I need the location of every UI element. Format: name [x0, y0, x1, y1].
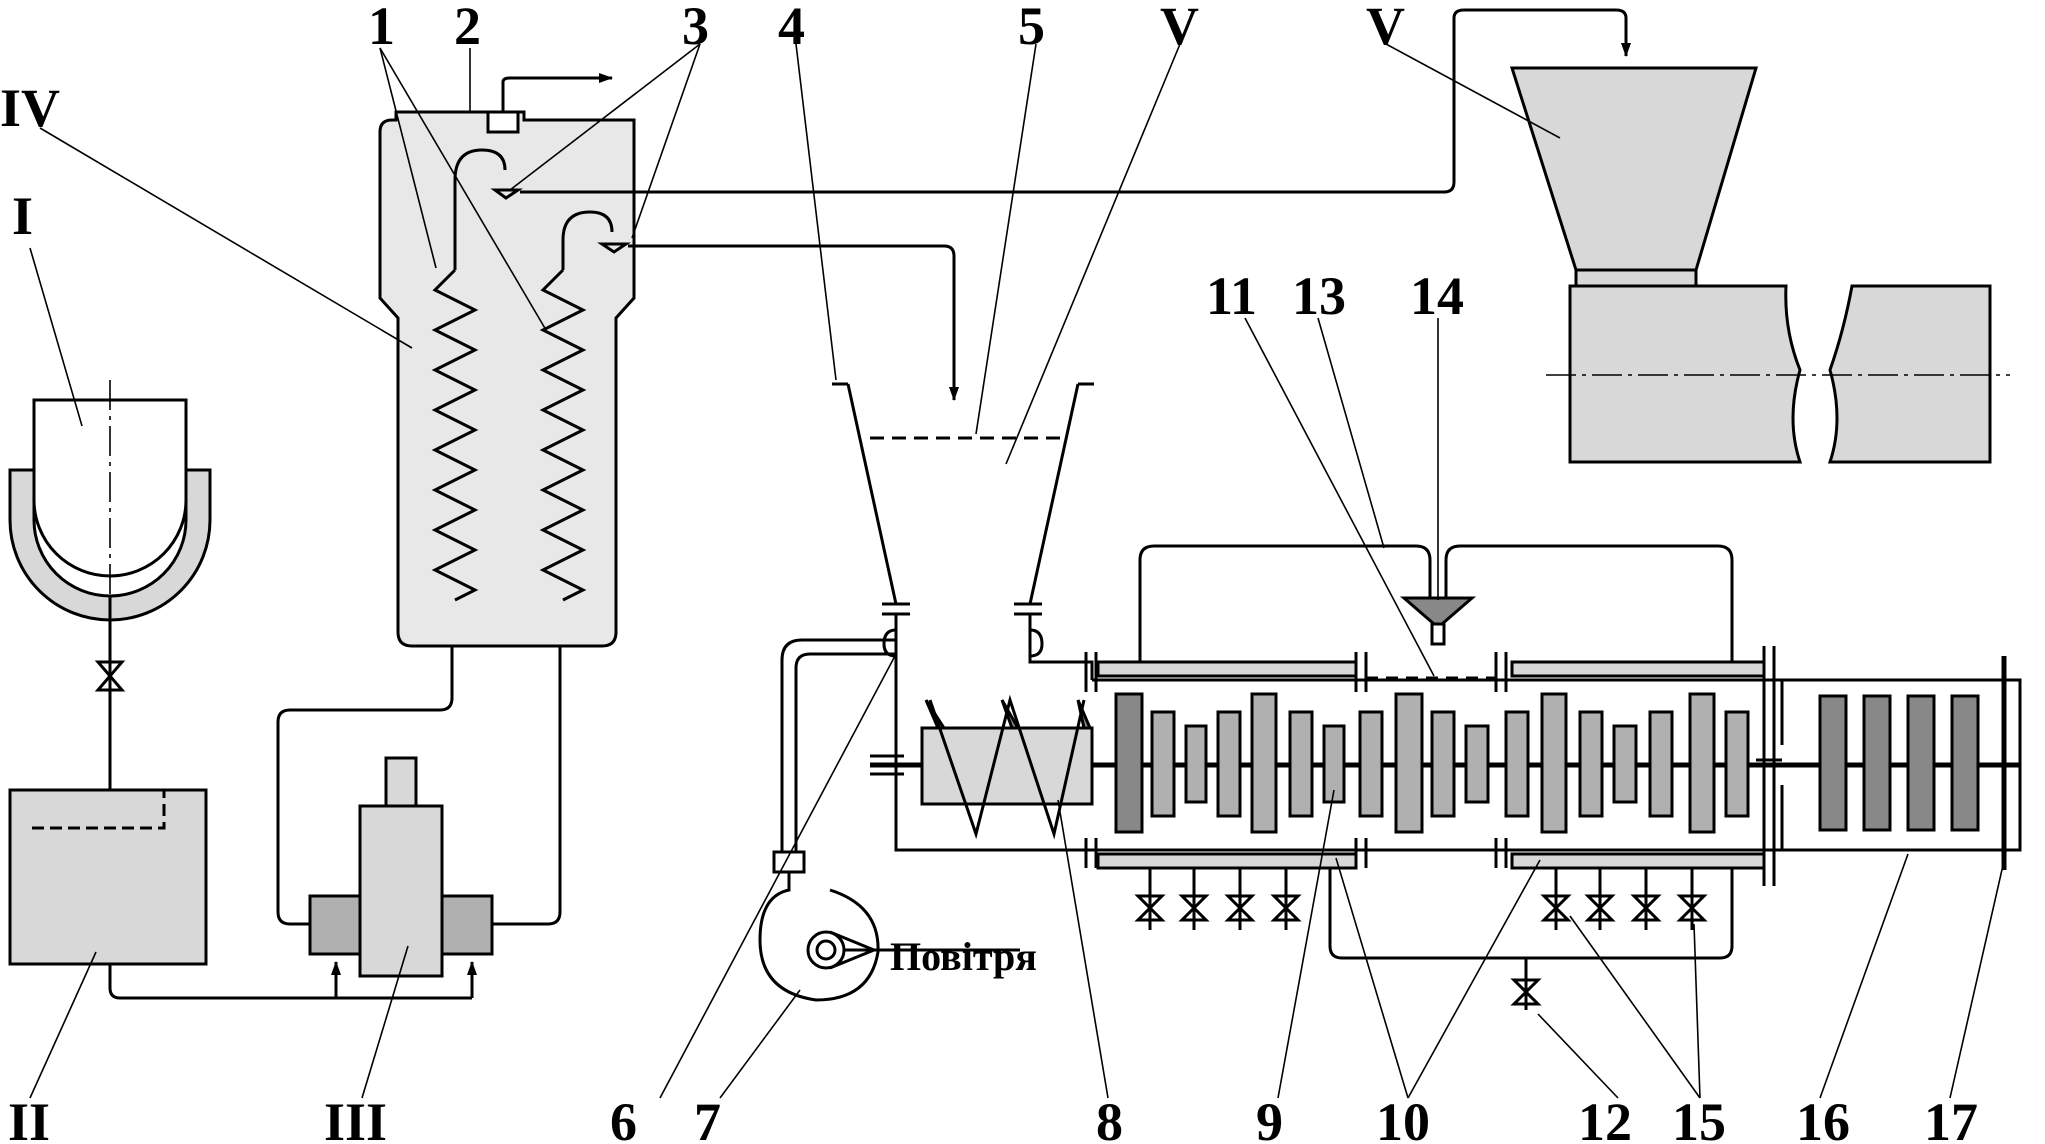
kneading-discs-9 [1114, 692, 1980, 834]
label-5: 5 [1018, 0, 1045, 56]
label-13: 13 [1292, 266, 1346, 326]
coil-right [539, 268, 587, 602]
mixing-hopper [832, 382, 1094, 680]
label-V-top: V [1366, 0, 1405, 56]
heat-exchanger-IV [378, 8, 1631, 648]
heating-jackets-10 [1096, 660, 1766, 870]
label-12: 12 [1578, 1092, 1632, 1144]
label-14: 14 [1410, 266, 1464, 326]
labels: 1 2 3 4 5 V V IV I 11 13 14 Повітря II I… [0, 0, 1978, 1144]
label-4: 4 [778, 0, 805, 56]
jacketed-kettle-I [8, 380, 212, 790]
pump-III [276, 590, 562, 998]
label-air: Повітря [890, 934, 1037, 979]
label-6: 6 [610, 1092, 637, 1144]
label-3: 3 [682, 0, 709, 56]
drain-valves-15 [1134, 868, 1734, 1010]
label-16: 16 [1796, 1092, 1850, 1144]
label-IV: IV [0, 78, 60, 138]
feed-screw-8 [920, 694, 1094, 840]
label-11: 11 [1206, 266, 1257, 326]
label-2: 2 [454, 0, 481, 56]
label-V-center: V [1160, 0, 1199, 56]
label-II: II [8, 1092, 50, 1144]
label-7: 7 [694, 1092, 721, 1144]
tank-II [8, 788, 472, 1000]
label-1: 1 [368, 0, 395, 56]
fan-7 [758, 638, 1020, 1002]
label-15: 15 [1672, 1092, 1726, 1144]
hopper-V-top [1509, 66, 2010, 464]
label-10: 10 [1376, 1092, 1430, 1144]
leader-lines [29, 43, 2007, 1099]
label-8: 8 [1096, 1092, 1123, 1144]
vapour-collector-14 [1138, 544, 1734, 662]
label-I: I [12, 186, 33, 246]
label-17: 17 [1924, 1092, 1978, 1144]
coil-left [431, 268, 479, 602]
label-9: 9 [1256, 1092, 1283, 1144]
label-III: III [324, 1092, 387, 1144]
